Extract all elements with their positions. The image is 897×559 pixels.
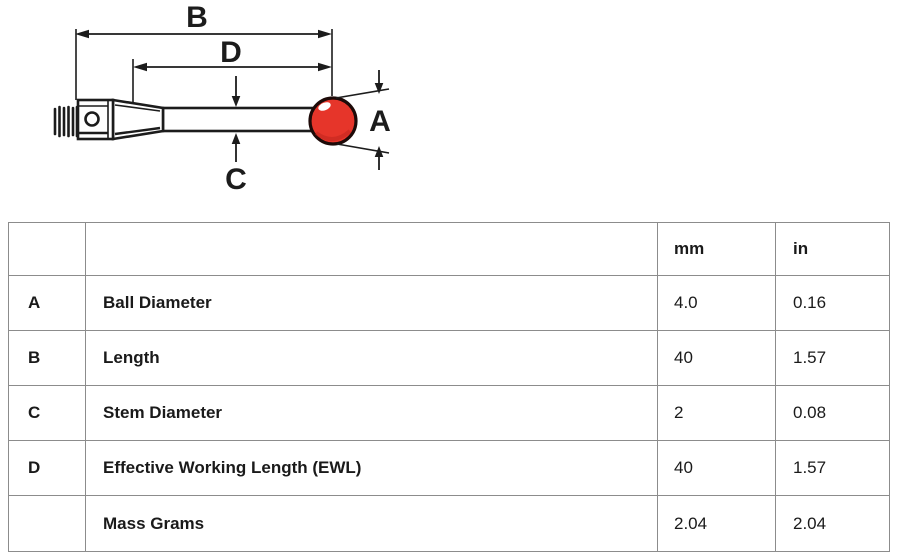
- header-in: in: [775, 222, 890, 276]
- taper-shade-bottom: [114, 126, 161, 136]
- table-row: B Length 40 1.57: [8, 330, 890, 386]
- cell-key: [8, 495, 86, 552]
- taper-shade-top: [114, 104, 161, 112]
- body-hole: [84, 111, 100, 127]
- cell-key: C: [8, 385, 86, 441]
- cell-mm: 4.0: [657, 275, 776, 331]
- dimension-b-label: B: [186, 1, 208, 34]
- cell-name: Stem Diameter: [85, 385, 658, 441]
- cell-key: B: [8, 330, 86, 386]
- stylus-ball: [308, 96, 358, 146]
- dimension-a-label: A: [369, 105, 391, 138]
- cell-in: 0.16: [775, 275, 890, 331]
- header-mm: mm: [657, 222, 776, 276]
- dimensions-table: mm in A Ball Diameter 4.0 0.16 B Length …: [8, 222, 890, 552]
- table-header-row: mm in: [8, 222, 890, 276]
- dimension-d-label: D: [220, 36, 242, 69]
- table-row: C Stem Diameter 2 0.08: [8, 385, 890, 441]
- dimension-d-arrow-right: [318, 62, 332, 72]
- cell-name: Ball Diameter: [85, 275, 658, 331]
- cell-name: Length: [85, 330, 658, 386]
- dimension-b-arrow-right: [318, 29, 332, 39]
- cell-mm: 40: [657, 440, 776, 496]
- cell-in: 2.04: [775, 495, 890, 552]
- stylus-diagram: B D: [53, 1, 391, 196]
- cell-mm: 2: [657, 385, 776, 441]
- dimension-c-arrow-bottom: [231, 133, 241, 144]
- table-row: D Effective Working Length (EWL) 40 1.57: [8, 440, 890, 496]
- cell-name: Mass Grams: [85, 495, 658, 552]
- dimension-a-witness-top: [335, 88, 390, 99]
- cell-mm: 2.04: [657, 495, 776, 552]
- cell-key: A: [8, 275, 86, 331]
- table-row: Mass Grams 2.04 2.04: [8, 495, 890, 552]
- cell-name: Effective Working Length (EWL): [85, 440, 658, 496]
- header-name: [85, 222, 658, 276]
- cell-mm: 40: [657, 330, 776, 386]
- cell-key: D: [8, 440, 86, 496]
- dimension-b-arrow-left: [75, 29, 89, 39]
- stylus-stem: [161, 106, 315, 133]
- header-key: [8, 222, 86, 276]
- dimension-c-arrow-top: [231, 96, 241, 107]
- stylus-thread: [53, 105, 79, 138]
- cell-in: 1.57: [775, 330, 890, 386]
- dimension-a-arrow-bottom: [374, 146, 384, 157]
- cell-in: 1.57: [775, 440, 890, 496]
- table-row: A Ball Diameter 4.0 0.16: [8, 275, 890, 331]
- dimension-a-arrow-top: [374, 83, 384, 94]
- dimension-d-arrow-left: [133, 62, 147, 72]
- ball-highlight: [318, 102, 331, 111]
- dimension-c-label: C: [225, 163, 247, 196]
- cell-in: 0.08: [775, 385, 890, 441]
